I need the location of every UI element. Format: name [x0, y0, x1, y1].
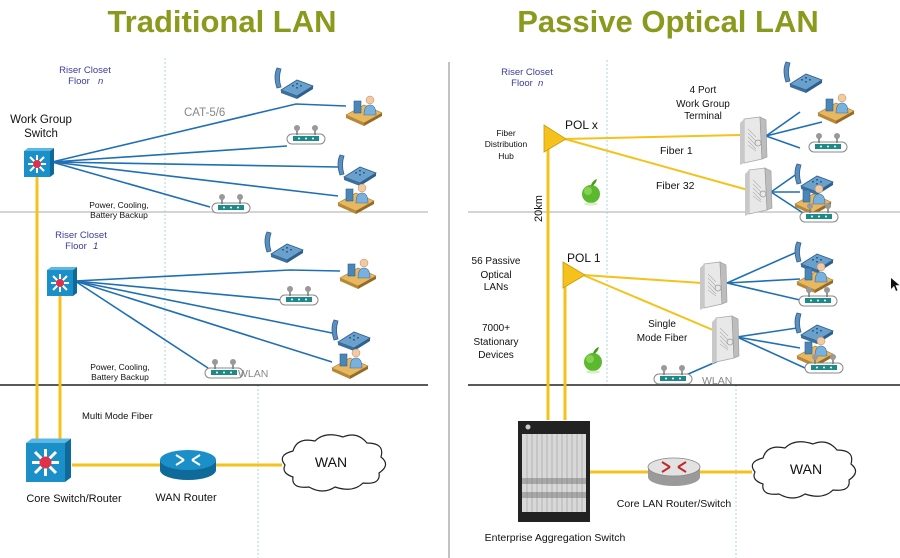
- ip-phone-icon: [794, 241, 834, 274]
- riser-closet-label: Riser Closet: [501, 67, 553, 78]
- ip-phone-icon: [794, 163, 834, 196]
- work-group-switch-label: Switch: [24, 128, 58, 140]
- cat5-links-floor-1: [74, 269, 341, 369]
- green-globe-icon: [584, 347, 602, 374]
- green-globe-icon: [582, 179, 600, 206]
- floor-label: Floor: [511, 78, 533, 89]
- pol-count-label: Optical: [480, 270, 511, 281]
- core-switch-router-icon[interactable]: [24, 437, 73, 484]
- device-count-label: Devices: [478, 350, 514, 361]
- floor-label: Floor: [68, 76, 90, 87]
- fiber-1-label: Fiber 1: [660, 145, 693, 157]
- work-group-switch-label: Work Group: [10, 114, 72, 126]
- distance-label: 20km: [533, 195, 545, 222]
- cat5-label: CAT-5/6: [184, 107, 225, 119]
- wireless-ap-icon: [286, 124, 326, 145]
- ip-phone-icon: [337, 154, 377, 187]
- workstation-icon: [817, 93, 855, 125]
- floor-number: n: [98, 76, 103, 87]
- enterprise-aggregation-switch-icon[interactable]: [518, 421, 590, 522]
- riser-closet-label: Riser Closet: [59, 65, 111, 76]
- ip-phone-icon: [264, 231, 304, 264]
- wireless-ap-icon: [279, 285, 319, 306]
- work-group-terminal-icon[interactable]: [699, 261, 728, 311]
- fdh-label: Fiber: [496, 128, 516, 138]
- ont-copper-links: [685, 111, 823, 376]
- fdh-label: Hub: [498, 151, 514, 161]
- fiber-32-label: Fiber 32: [656, 180, 695, 192]
- wan-cloud-left[interactable]: [281, 434, 387, 492]
- cat5-links-floor-n: [51, 103, 347, 208]
- traditional-title: Traditional LAN: [107, 4, 336, 39]
- wlan-label: WLAN: [238, 368, 268, 380]
- power-label: Battery Backup: [90, 210, 148, 220]
- wan-cloud-right[interactable]: [751, 441, 857, 499]
- single-mode-fiber-label: Single: [648, 319, 676, 330]
- ip-phone-icon: [274, 67, 314, 100]
- wgt-label: Work Group: [676, 99, 730, 110]
- floor-label: Floor: [65, 241, 87, 252]
- power-label: Power, Cooling,: [89, 200, 149, 210]
- device-count-label: Stationary: [473, 337, 518, 348]
- wireless-ap-icon: [808, 132, 848, 153]
- pol-x-label: POL x: [565, 118, 598, 132]
- wireless-ap-icon: [211, 193, 251, 214]
- ip-phone-icon: [331, 319, 371, 352]
- ip-phone-icon: [794, 312, 834, 345]
- riser-closet-label: Riser Closet: [55, 230, 107, 241]
- work-group-switch-1-icon[interactable]: [46, 266, 78, 297]
- workstation-icon: [345, 95, 383, 127]
- core-switch-label: Core Switch/Router: [26, 493, 122, 505]
- work-group-terminal-icon[interactable]: [744, 167, 773, 217]
- pol-title: Passive Optical LAN: [517, 4, 819, 39]
- pol-count-label: LANs: [484, 282, 508, 293]
- wan-router-label: WAN Router: [155, 492, 217, 504]
- workstation-icon: [337, 183, 375, 215]
- work-group-terminal-icon[interactable]: [739, 116, 768, 166]
- core-lan-router-icon[interactable]: [647, 457, 701, 486]
- floor-number: 1: [93, 241, 98, 252]
- workstation-icon: [331, 348, 369, 380]
- device-count-label: 7000+: [482, 323, 510, 334]
- pol-1-label: POL 1: [567, 251, 601, 265]
- wgt-label: Terminal: [684, 111, 722, 122]
- wlan-label: WLAN: [702, 375, 732, 387]
- ip-phone-icon: [783, 61, 823, 94]
- multi-mode-fiber-label: Multi Mode Fiber: [82, 411, 153, 422]
- aggregation-switch-label: Enterprise Aggregation Switch: [485, 532, 626, 544]
- floor-number: n: [538, 78, 543, 89]
- mouse-cursor-icon: [891, 278, 900, 291]
- splitter-pol-x-icon[interactable]: [543, 124, 567, 153]
- work-group-terminal-icon[interactable]: [711, 315, 740, 365]
- core-lan-router-label: Core LAN Router/Switch: [617, 498, 732, 510]
- wgt-label: 4 Port: [690, 85, 717, 96]
- workstation-icon: [339, 258, 377, 290]
- power-label: Power, Cooling,: [90, 362, 150, 372]
- power-label: Battery Backup: [91, 372, 149, 382]
- wan-router-icon[interactable]: [160, 450, 216, 480]
- fdh-label: Distribution: [485, 139, 528, 149]
- single-mode-fiber-label: Mode Fiber: [637, 333, 688, 344]
- work-group-switch-n-icon[interactable]: [23, 147, 55, 178]
- wireless-ap-icon: [653, 364, 693, 385]
- wan-label: WAN: [790, 461, 822, 477]
- splitter-pol-1-icon[interactable]: [562, 261, 586, 289]
- pol-count-label: 56 Passive: [472, 256, 521, 267]
- single-mode-fiber-links: [564, 134, 749, 331]
- wan-label: WAN: [315, 454, 347, 470]
